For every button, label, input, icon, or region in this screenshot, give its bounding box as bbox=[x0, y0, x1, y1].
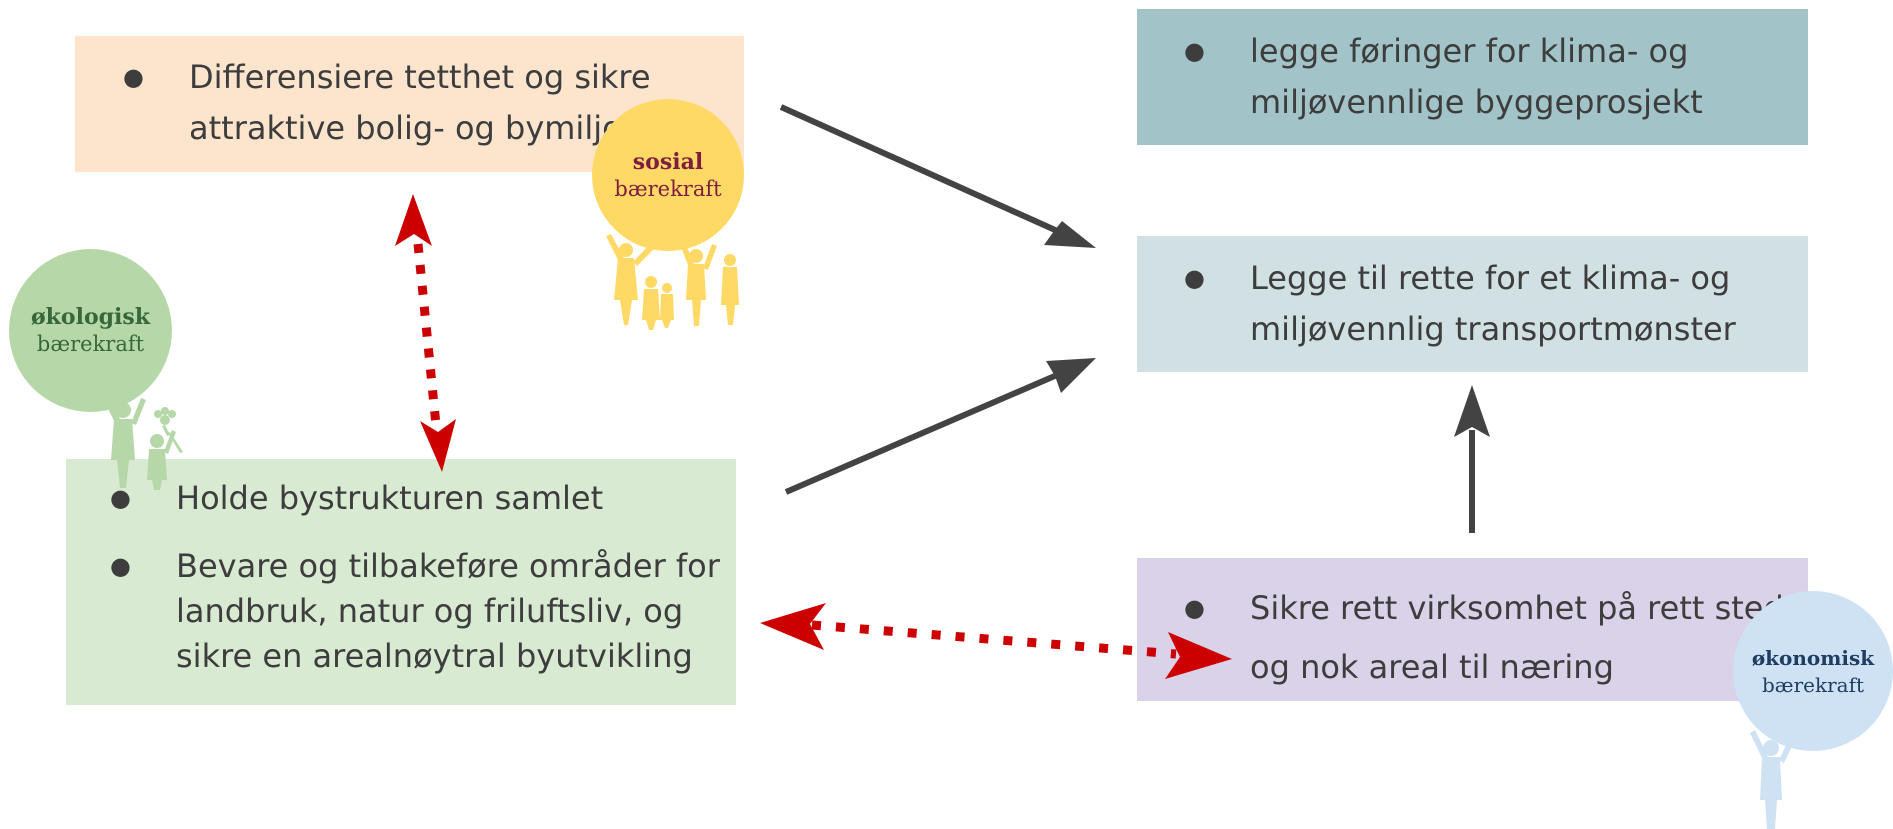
climate-guidelines-item-line: legge føringer for klima- og bbox=[1250, 32, 1689, 70]
list-item: ● Differensiere tetthet og sikre attrakt… bbox=[123, 52, 651, 154]
ecological-item-line: landbruk, natur og friluftsliv, og bbox=[176, 592, 684, 630]
economic-badge-subtitle: bærekraft bbox=[1761, 672, 1865, 697]
social-badge: sosial bærekraft bbox=[592, 99, 744, 251]
bullet-icon: ● bbox=[110, 484, 131, 512]
arrow-social-to-transport bbox=[779, 104, 1096, 248]
red-double-arrow-ecological-economic bbox=[760, 603, 1232, 679]
economic-box: ● Sikre rett virksomhet på rett sted, og… bbox=[1137, 558, 1808, 701]
bullet-icon: ● bbox=[1184, 594, 1205, 622]
bullet-icon: ● bbox=[1184, 264, 1205, 292]
ecological-box: ● Holde bystrukturen samlet ● Bevare og … bbox=[66, 459, 736, 705]
social-people-icon bbox=[606, 234, 739, 330]
transport-item-line: miljøvennlig transportmønster bbox=[1250, 310, 1736, 348]
climate-guidelines-box: ● legge føringer for klima- og miljøvenn… bbox=[1137, 9, 1808, 145]
bullet-icon: ● bbox=[110, 552, 131, 580]
list-item: ● Bevare og tilbakeføre områder for land… bbox=[110, 544, 720, 679]
ecological-badge-subtitle: bærekraft bbox=[36, 332, 145, 356]
economic-item-line: og nok areal til næring bbox=[1250, 648, 1614, 686]
ecological-people-icon bbox=[104, 397, 183, 490]
arrow-ecological-to-transport bbox=[784, 358, 1096, 495]
ecological-badge: økologisk bærekraft bbox=[9, 249, 172, 412]
social-item-line: Differensiere tetthet og sikre bbox=[189, 58, 651, 96]
list-item: ● legge føringer for klima- og miljøvenn… bbox=[1184, 26, 1703, 128]
ecological-item-line: Bevare og tilbakeføre områder for bbox=[176, 547, 720, 585]
social-list: ● Differensiere tetthet og sikre attrakt… bbox=[123, 52, 651, 154]
economic-badge: økonomisk bærekraft bbox=[1733, 591, 1893, 751]
red-double-arrow-social-ecological bbox=[395, 194, 456, 472]
social-badge-title: sosial bbox=[632, 148, 704, 175]
economic-item-line: Sikre rett virksomhet på rett sted, bbox=[1250, 589, 1794, 627]
climate-guidelines-item-line: miljøvennlige byggeprosjekt bbox=[1250, 83, 1703, 121]
social-box: ● Differensiere tetthet og sikre attrakt… bbox=[75, 36, 744, 172]
transport-list: ● Legge til rette for et klima- og miljø… bbox=[1184, 253, 1736, 355]
climate-guidelines-list: ● legge føringer for klima- og miljøvenn… bbox=[1184, 26, 1703, 128]
social-badge-subtitle: bærekraft bbox=[614, 176, 722, 201]
economic-list: ● Sikre rett virksomhet på rett sted, og… bbox=[1184, 579, 1794, 697]
ecological-item-line: Holde bystrukturen samlet bbox=[176, 479, 604, 517]
list-item: ● Sikre rett virksomhet på rett sted, og… bbox=[1184, 579, 1794, 697]
list-item: ● Holde bystrukturen samlet bbox=[110, 473, 720, 524]
economic-person-icon bbox=[1750, 730, 1797, 829]
transport-item-line: Legge til rette for et klima- og bbox=[1250, 259, 1731, 297]
ecological-badge-title: økologisk bbox=[31, 304, 150, 330]
bullet-icon: ● bbox=[1184, 37, 1205, 65]
ecological-list: ● Holde bystrukturen samlet ● Bevare og … bbox=[110, 473, 720, 679]
social-item-line: attraktive bolig- og bymiljø bbox=[189, 109, 622, 147]
bullet-icon: ● bbox=[123, 63, 144, 91]
arrow-economic-to-transport bbox=[1454, 385, 1490, 533]
ecological-item-line: sikre en arealnøytral byutvikling bbox=[176, 637, 693, 675]
transport-box: ● Legge til rette for et klima- og miljø… bbox=[1137, 236, 1808, 372]
economic-badge-title: økonomisk bbox=[1751, 645, 1875, 670]
list-item: ● Legge til rette for et klima- og miljø… bbox=[1184, 253, 1736, 355]
